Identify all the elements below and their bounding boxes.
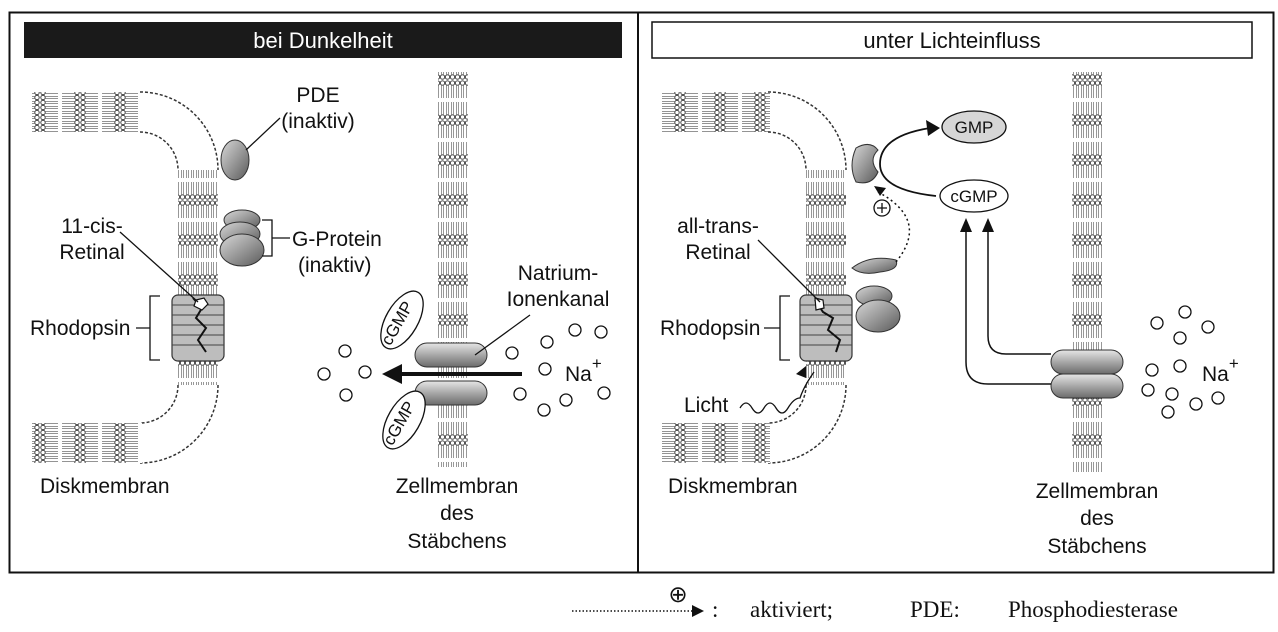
retinal-label-2-right: Retinal xyxy=(685,241,750,264)
na-label-right: Na+ xyxy=(1202,354,1239,386)
retinal-pointer xyxy=(119,231,199,303)
gprotein-label-1: G-Protein xyxy=(292,228,382,251)
cell-label-3: Stäbchens xyxy=(407,530,506,553)
rhodopsin-bracket-right xyxy=(764,295,790,361)
cell-label-1-right: Zellmembran xyxy=(1036,480,1159,503)
activation-arrowhead xyxy=(874,186,886,196)
rhodopsin-right xyxy=(799,294,853,362)
plus-sign xyxy=(877,203,887,213)
rhodopsin-label-right: Rhodopsin xyxy=(660,317,760,340)
cgmp-bottom xyxy=(382,390,426,450)
cell-label-2-right: des xyxy=(1080,507,1114,530)
figure-frame xyxy=(8,11,1275,574)
cell-label-2: des xyxy=(440,502,474,525)
channel-label-1: Natrium- xyxy=(518,262,599,285)
legend: ⊕ : aktiviert; PDE: Phosphodiesterase xyxy=(572,582,1178,622)
legend-activated: aktiviert; xyxy=(750,597,833,622)
pde-label-2: (inaktiv) xyxy=(281,110,355,133)
retinal-pointer-right xyxy=(757,239,821,303)
right-header-text: unter Lichteinfluss xyxy=(863,28,1040,53)
cgmp-release-arrowhead-2 xyxy=(982,218,994,232)
left-panel: bei Dunkelheit xyxy=(24,22,622,553)
pde-active xyxy=(851,144,879,184)
cell-membrane xyxy=(438,72,468,467)
licht-label: Licht xyxy=(684,394,729,417)
cgmp-label: cGMP xyxy=(950,187,997,206)
gmp-label: GMP xyxy=(955,118,994,137)
g-gamma-subunit xyxy=(855,299,901,333)
sodium-flow-arrowhead xyxy=(382,364,402,384)
gprotein-bracket xyxy=(262,219,290,257)
g-protein xyxy=(219,209,265,267)
conversion-arrowhead xyxy=(926,120,940,136)
pde-protein xyxy=(220,139,250,181)
sodium-channel-right xyxy=(1050,349,1124,399)
legend-arrowhead xyxy=(692,605,704,617)
pde-label-1: PDE xyxy=(296,84,339,107)
disk-label-right: Diskmembran xyxy=(668,475,798,498)
sodium-channel xyxy=(414,342,488,406)
na-label: Na+ xyxy=(565,354,602,386)
right-panel: unter Lichteinfluss xyxy=(651,21,1253,558)
legend-pde-abbrev: PDE: xyxy=(910,597,960,622)
left-header-text: bei Dunkelheit xyxy=(253,28,392,53)
cell-membrane-right xyxy=(1072,72,1102,472)
gprotein-label-2: (inaktiv) xyxy=(298,254,372,277)
disk-membrane xyxy=(32,91,219,464)
channel-label-2: Ionenkanal xyxy=(507,288,610,311)
right-header-box xyxy=(651,21,1253,59)
g-alpha-subunit xyxy=(851,257,898,274)
retinal-label-1: 11-cis- xyxy=(61,215,122,238)
rhodopsin xyxy=(171,294,225,362)
sodium-ions xyxy=(317,323,611,417)
light-wave xyxy=(739,371,815,414)
legend-colon: : xyxy=(712,597,718,622)
cell-label-3-right: Stäbchens xyxy=(1047,535,1146,558)
cgmp-top xyxy=(380,290,424,350)
conversion-arc xyxy=(879,127,937,197)
cgmp-release-arrow-2 xyxy=(987,228,1051,355)
rhodopsin-label: Rhodopsin xyxy=(30,317,130,340)
retinal-label-2: Retinal xyxy=(59,241,124,264)
sodium-ions-right xyxy=(1141,305,1225,419)
legend-pde-full: Phosphodiesterase xyxy=(1008,597,1178,622)
legend-plus-symbol: ⊕ xyxy=(668,582,687,607)
activation-dotted-arrow xyxy=(877,191,911,263)
channel-pointer xyxy=(474,314,531,356)
left-header-box xyxy=(24,22,622,58)
cgmp-release-arrowhead-1 xyxy=(960,218,972,232)
pde-pointer xyxy=(245,117,281,151)
cgmp-ellipse xyxy=(939,179,1009,213)
gmp-ellipse xyxy=(941,110,1007,144)
light-arrowhead xyxy=(796,366,806,378)
retinal-label-1-right: all-trans- xyxy=(677,215,759,238)
rhodopsin-bracket xyxy=(136,295,160,361)
disk-label: Diskmembran xyxy=(40,475,170,498)
cgmp-release-arrow-1 xyxy=(965,228,1051,385)
cell-label-1: Zellmembran xyxy=(396,475,519,498)
